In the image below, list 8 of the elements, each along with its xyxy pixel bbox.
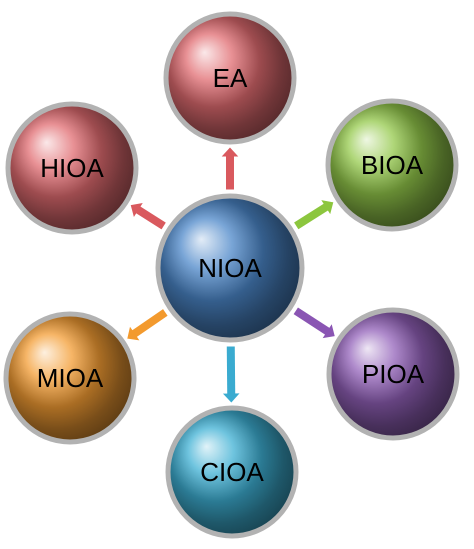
circle-node: PIOA: [326, 308, 460, 440]
circle-node: CIOA: [166, 406, 298, 538]
block-arrow: [294, 200, 334, 230]
circle-node: BIOA: [326, 98, 458, 232]
circle-node: HIOA: [6, 102, 138, 234]
circle-node: NIOA: [156, 194, 304, 342]
circle-node: EA: [164, 12, 296, 144]
circle-node: MIOA: [4, 312, 136, 444]
